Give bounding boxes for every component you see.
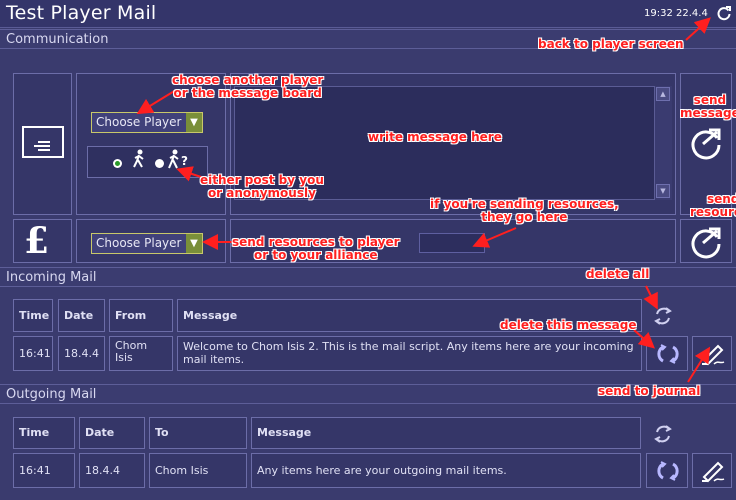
radio-post-anonymous[interactable] — [155, 159, 164, 168]
incoming-header-message: Message — [177, 299, 642, 332]
incoming-row-from: Chom Isis — [109, 336, 173, 371]
pen-icon — [702, 461, 725, 483]
send-message-button[interactable] — [680, 73, 732, 215]
outgoing-header-to: To — [149, 417, 247, 449]
scroll-down-icon[interactable]: ▼ — [656, 184, 670, 198]
send-icon — [691, 128, 721, 160]
chevron-down-icon: ▼ — [186, 234, 202, 253]
scroll-up-icon[interactable]: ▲ — [656, 87, 670, 101]
outgoing-send-to-journal-button[interactable] — [692, 453, 732, 488]
delete-all-incoming-button[interactable] — [646, 299, 686, 332]
resource-select-value: Choose Player — [96, 236, 182, 250]
title-bar — [0, 0, 736, 28]
radio-post-by-you[interactable] — [113, 159, 122, 168]
annotation-send-res-player: send resources to player or to your alli… — [232, 235, 400, 262]
letter-icon — [22, 126, 64, 158]
recycle-icon — [657, 344, 679, 364]
player-select-value: Choose Player — [96, 115, 182, 129]
incoming-header-time: Time — [13, 299, 53, 332]
annotation-choose-player: choose another player or the message boa… — [172, 73, 324, 100]
outgoing-header-message: Message — [251, 417, 641, 449]
section-outgoing: Outgoing Mail — [0, 384, 736, 404]
recycle-icon — [654, 307, 672, 325]
delete-all-outgoing-button[interactable] — [646, 418, 686, 450]
annotation-delete-this: delete this message — [500, 318, 637, 332]
delete-outgoing-message-button[interactable] — [646, 453, 688, 488]
resource-icon-panel: £ — [13, 219, 72, 263]
annotation-delete-all: delete all — [586, 267, 650, 281]
outgoing-header-time: Time — [13, 417, 75, 449]
recycle-icon — [654, 425, 672, 443]
send-resources-button[interactable] — [680, 219, 732, 263]
incoming-row-date: 18.4.4 — [58, 336, 105, 371]
chevron-down-icon: ▼ — [186, 113, 202, 132]
outgoing-row-message: Any items here are your outgoing mail it… — [251, 453, 641, 488]
annotation-resources-here: if you're sending resources, they go her… — [430, 197, 619, 224]
back-icon[interactable] — [716, 5, 732, 21]
pound-icon: £ — [24, 220, 50, 262]
person-icon — [133, 149, 144, 168]
message-scrollbar[interactable]: ▲ ▼ — [654, 86, 672, 200]
recipient-panel — [76, 73, 226, 215]
outgoing-row-date: 18.4.4 — [79, 453, 145, 488]
page-title: Test Player Mail — [6, 2, 157, 24]
annotation-send-journal: send to journal — [598, 384, 701, 398]
annotation-post-by: either post by you or anonymously — [200, 173, 324, 200]
incoming-row-message: Welcome to Chom Isis 2. This is the mail… — [177, 336, 642, 371]
incoming-header-date: Date — [58, 299, 105, 332]
annotation-back: back to player screen — [538, 37, 684, 51]
svg-text:?: ? — [181, 154, 188, 168]
annotation-send-resources: send resources — [690, 192, 736, 219]
outgoing-row-time: 16:41 — [13, 453, 75, 488]
incoming-row-time: 16:41 — [13, 336, 53, 371]
annotation-send-message: send message — [680, 93, 736, 120]
compose-icon-panel — [13, 73, 72, 215]
annotation-write: write message here — [368, 130, 502, 144]
send-icon — [691, 227, 721, 259]
anonymous-person-icon: ? — [168, 149, 188, 169]
recycle-icon — [657, 461, 679, 481]
incoming-header-from: From — [109, 299, 173, 332]
resource-player-select[interactable]: Choose Player ▼ — [91, 233, 203, 254]
section-communication: Communication — [0, 29, 736, 49]
outgoing-header-date: Date — [79, 417, 145, 449]
outgoing-row-to: Chom Isis — [149, 453, 247, 488]
clock: 19:32 22.4.4 — [644, 8, 708, 19]
section-incoming: Incoming Mail — [0, 267, 736, 287]
